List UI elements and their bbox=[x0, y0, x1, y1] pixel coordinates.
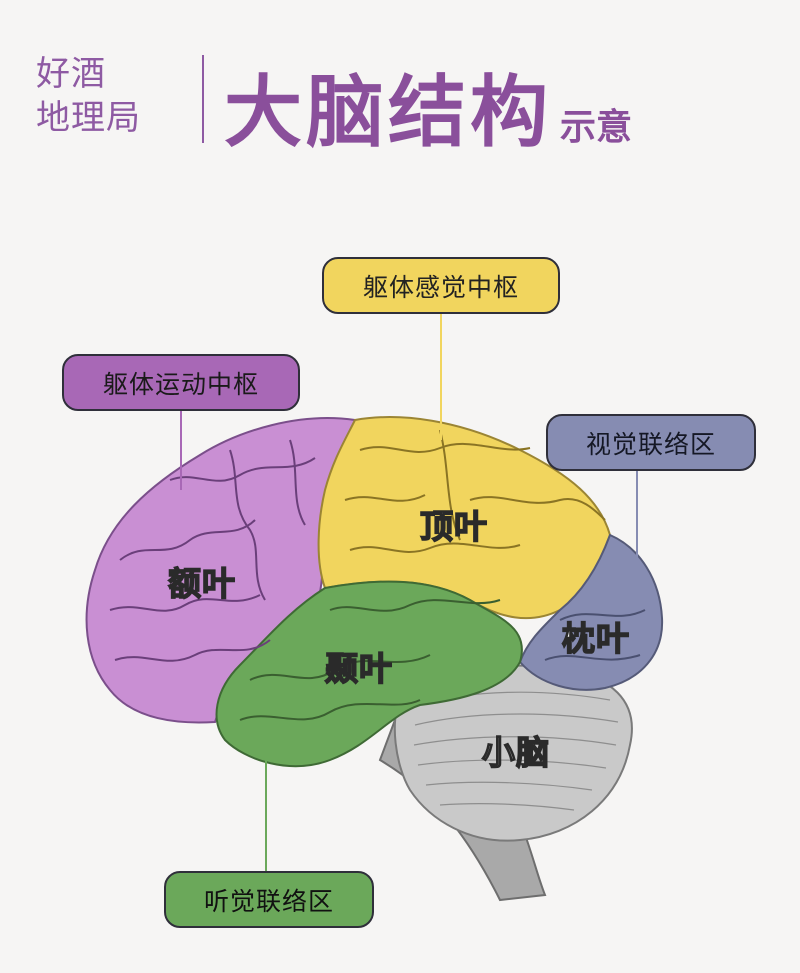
cerebellum-folds bbox=[413, 691, 619, 811]
occipital-lobe bbox=[518, 533, 664, 691]
tag-visual-association: 视觉联络区 bbox=[546, 414, 756, 471]
brand-line-1: 好酒 bbox=[36, 54, 106, 94]
brand-logo: 好酒 地理局 bbox=[36, 52, 186, 140]
frontal-gyri bbox=[109, 439, 316, 662]
tag-motor-center: 躯体运动中枢 bbox=[62, 354, 300, 411]
tag-auditory-association: 听觉联络区 bbox=[164, 871, 374, 928]
parietal-gyri bbox=[344, 429, 606, 553]
title-sub: 示意 bbox=[560, 106, 633, 148]
tag-somatosensory-center: 躯体感觉中枢 bbox=[322, 257, 560, 314]
label-parietal-lobe: 顶叶 bbox=[419, 506, 488, 547]
header-divider bbox=[202, 55, 204, 143]
page-title: 大脑结构示意 bbox=[224, 50, 632, 162]
temporal-gyri bbox=[239, 599, 501, 721]
occipital-gyri bbox=[544, 609, 646, 661]
title-main: 大脑结构 bbox=[224, 67, 553, 158]
label-occipital-lobe: 枕叶 bbox=[561, 618, 630, 659]
label-cerebellum: 小脑 bbox=[481, 732, 550, 773]
label-temporal-lobe: 颞叶 bbox=[324, 648, 393, 689]
brand-line-2: 地理局 bbox=[36, 98, 141, 138]
label-frontal-lobe: 额叶 bbox=[167, 563, 236, 604]
